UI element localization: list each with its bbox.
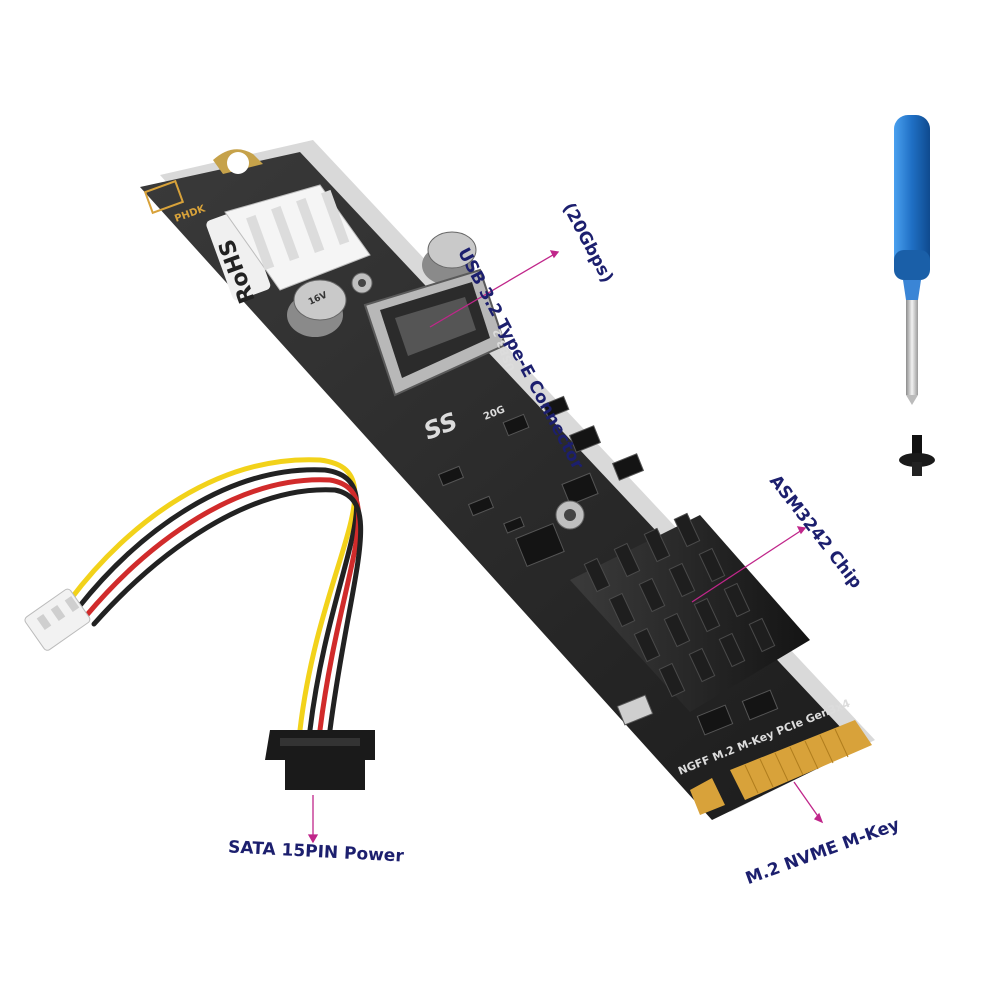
heatsink [570,512,810,712]
gold-fingers [690,720,872,815]
power-header [224,184,371,291]
smd-components [437,395,779,736]
standoff-screw [555,500,585,530]
capacitor-1: 16V [287,279,347,337]
small-4pin-connector [24,588,91,651]
sata-connector [265,730,375,790]
small-screw [899,435,935,476]
standoff-screw-top [351,272,373,294]
screwdriver [894,115,930,405]
power-cable [67,457,364,733]
pointer-lines [307,250,824,844]
